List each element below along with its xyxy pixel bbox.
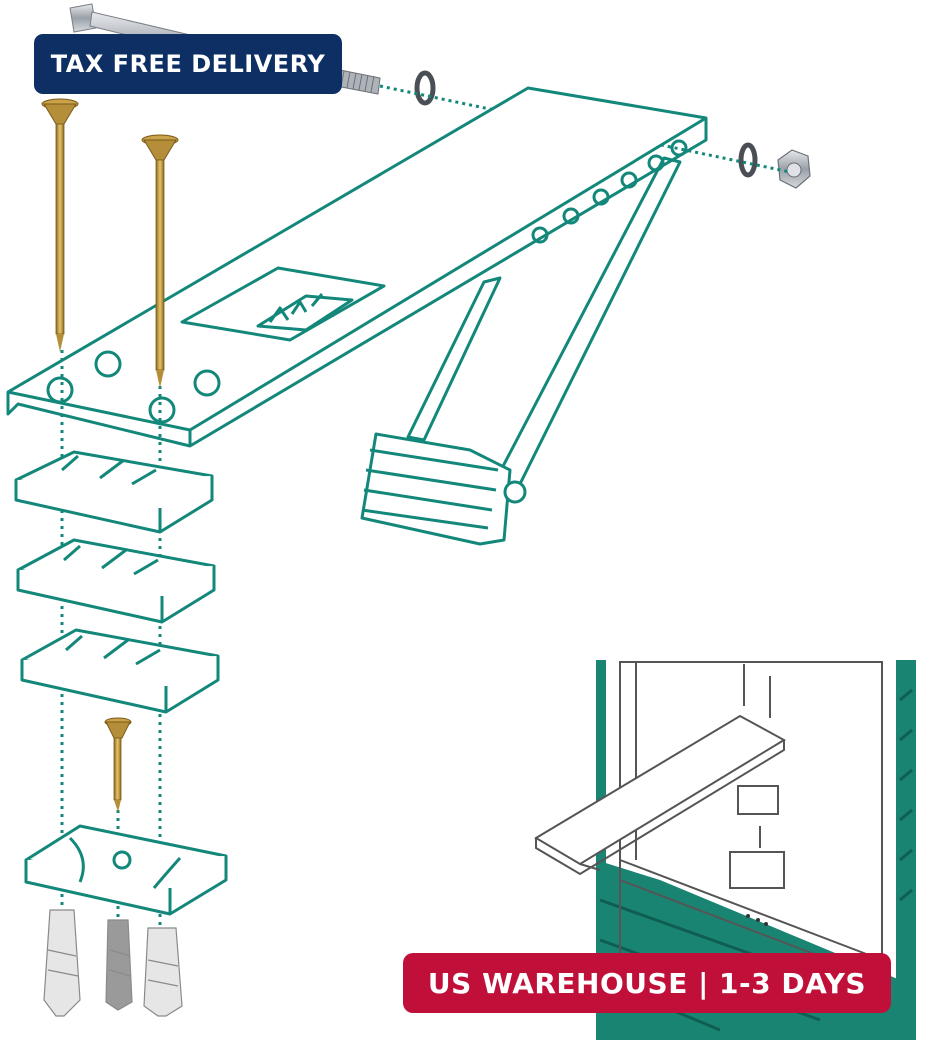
- us-warehouse-badge: US WAREHOUSE | 1-3 DAYS: [403, 953, 891, 1013]
- base-plate-icon: [24, 824, 228, 916]
- spacer-block-icon: [14, 450, 220, 714]
- bracket-icon: [6, 86, 708, 546]
- washer-icon: [414, 70, 758, 178]
- tax-free-delivery-badge: TAX FREE DELIVERY: [34, 34, 342, 94]
- wood-screw-icon: [41, 98, 179, 812]
- nut-icon: [777, 149, 811, 189]
- wall-anchor-icon: [43, 909, 183, 1017]
